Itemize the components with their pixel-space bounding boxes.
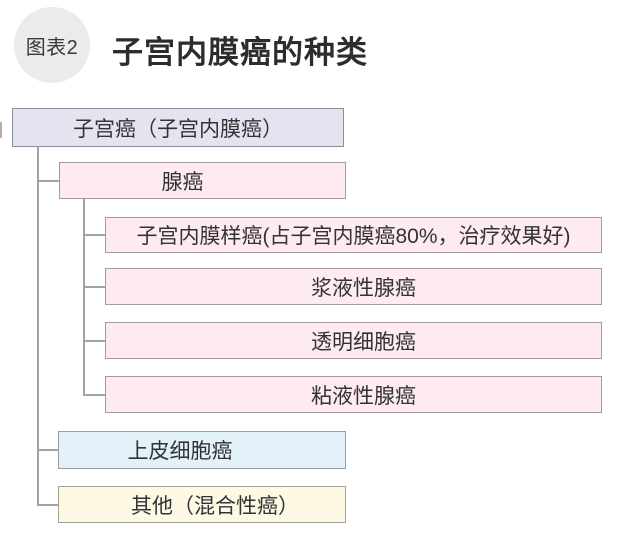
node-serous-label: 浆液性腺癌 (311, 276, 416, 300)
tree-connector-clear-cell (83, 340, 106, 342)
node-mucinous: 粘液性腺癌 (105, 376, 602, 413)
node-adenocarcinoma: 腺癌 (59, 162, 346, 199)
node-uterus-cancer-label: 子宫癌（子宫内膜癌） (73, 117, 283, 141)
tree-connector-endometrioid (83, 234, 106, 236)
node-endometrioid: 子宫内膜样癌(占子宫内膜癌80%，治疗效果好) (105, 217, 602, 253)
tree-connector-adenocarcinoma (37, 180, 60, 182)
tree-connector-epithelial (37, 449, 59, 451)
tree-connector-main-vertical (37, 147, 39, 505)
node-serous: 浆液性腺癌 (105, 268, 602, 305)
node-other-mixed: 其他（混合性癌） (58, 486, 346, 523)
node-epithelial: 上皮细胞癌 (58, 431, 346, 469)
node-other-mixed-label: 其他（混合性癌） (131, 494, 299, 518)
node-mucinous-label: 粘液性腺癌 (311, 384, 416, 408)
node-clear-cell-label: 透明细胞癌 (311, 330, 416, 354)
figure-badge: 图表2 (14, 7, 90, 83)
node-clear-cell: 透明细胞癌 (105, 322, 602, 359)
node-epithelial-label: 上皮细胞癌 (127, 440, 233, 463)
tree-connector-sub-vertical (83, 199, 85, 395)
node-endometrioid-label: 子宫内膜样癌(占子宫内膜癌80%，治疗效果好) (136, 225, 571, 248)
tree-connector-serous (83, 286, 106, 288)
scan-edge-artifact (0, 122, 2, 138)
tree-connector-other (37, 504, 59, 506)
node-adenocarcinoma-label: 腺癌 (161, 170, 204, 194)
figure-badge-label: 图表2 (25, 36, 79, 59)
tree-connector-mucinous (83, 394, 106, 396)
node-uterus-cancer: 子宫癌（子宫内膜癌） (12, 108, 344, 147)
page-title: 子宫内膜癌的种类 (112, 35, 368, 70)
